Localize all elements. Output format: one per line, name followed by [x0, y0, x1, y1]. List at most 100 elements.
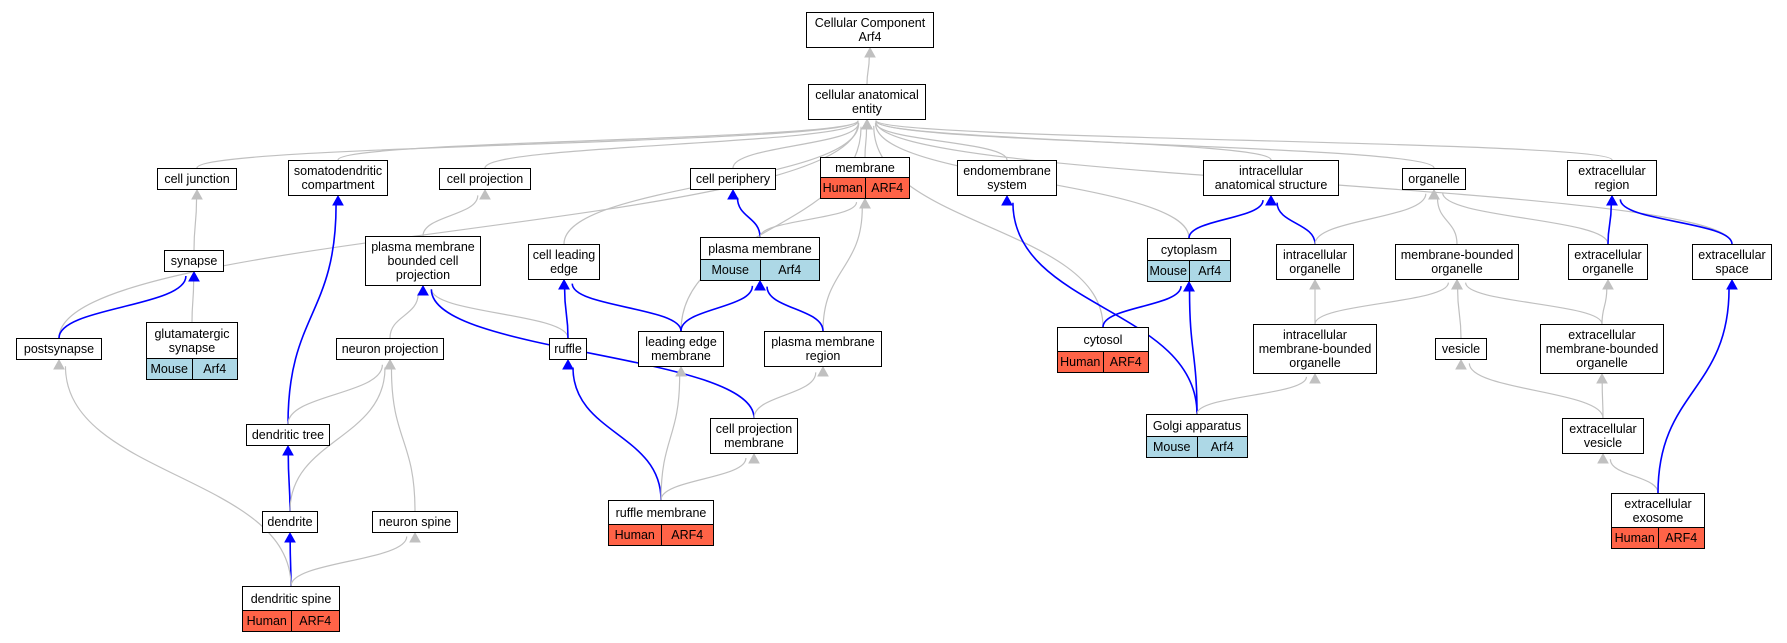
go-term-node-cell-projection[interactable]: cell projection	[439, 168, 531, 190]
go-term-node-postsynapse[interactable]: postsynapse	[16, 338, 102, 360]
mouse-species-badge: Mouse	[147, 359, 192, 379]
edge-line	[753, 372, 817, 419]
edge-line	[875, 120, 1435, 169]
edge-le_membrane-to-leading_edge	[558, 278, 682, 332]
go-term-node-pm-region[interactable]: plasma membrane region	[764, 331, 882, 367]
go-term-node-ic-mb-organelle[interactable]: intracellular membrane-bounded organelle	[1253, 324, 1377, 374]
edge-golgi-to-ic_mb_organelle	[1196, 372, 1321, 415]
go-term-node-cae[interactable]: cellular anatomical entity	[808, 84, 926, 120]
arrowhead-icon	[859, 197, 871, 209]
edge-golgi-to-cytoplasm	[1183, 280, 1198, 415]
arrowhead-icon	[1726, 278, 1738, 290]
go-term-node-mb-organelle[interactable]: membrane-bounded organelle	[1395, 244, 1519, 280]
go-term-label: extracellular vesicle	[1569, 422, 1637, 450]
arrowhead-icon	[1309, 372, 1321, 384]
edge-line	[1619, 199, 1733, 245]
edge-line	[1465, 282, 1603, 325]
go-term-node-neuron-projection[interactable]: neuron projection	[336, 338, 444, 360]
edge-ec_vesicle-to-vesicle	[1455, 358, 1604, 419]
go-term-node-dendrite[interactable]: dendrite	[262, 511, 318, 533]
go-term-label: somatodendritic compartment	[293, 164, 383, 192]
human-gene-badge: ARF4	[1102, 352, 1148, 372]
edge-line	[1468, 363, 1604, 419]
edge-line	[1601, 382, 1604, 419]
go-term-label: Golgi apparatus	[1152, 418, 1242, 433]
edge-ec_vesicle-to-ec_mb_organelle	[1596, 372, 1608, 419]
edge-line	[287, 204, 337, 425]
go-term-node-le-membrane[interactable]: leading edge membrane	[638, 331, 724, 367]
arrowhead-icon	[1265, 194, 1277, 206]
arrowhead-icon	[1597, 452, 1609, 464]
edge-ec_mb_organelle-to-ec_organelle	[1601, 278, 1614, 325]
edge-line	[390, 368, 416, 512]
go-term-label: synapse	[170, 254, 218, 268]
go-term-node-intracellular-organelle[interactable]: intracellular organelle	[1276, 244, 1354, 280]
edge-line	[1314, 282, 1449, 325]
go-term-node-ruffle[interactable]: ruffle	[549, 338, 587, 360]
edge-line	[759, 201, 858, 238]
edge-cae-to-root	[864, 46, 876, 85]
go-term-node-ec-vesicle[interactable]: extracellular vesicle	[1562, 418, 1644, 454]
go-term-label: ruffle membrane	[615, 505, 707, 520]
go-term-node-somatodendritic[interactable]: somatodendritic compartment	[288, 160, 388, 196]
edge-line	[732, 122, 860, 169]
arrowhead-icon	[1602, 278, 1614, 290]
go-term-node-organelle[interactable]: organelle	[1402, 168, 1466, 190]
edge-dendritic_tree-to-neuron_projection	[287, 358, 396, 425]
human-species-badge: Human	[821, 178, 865, 198]
go-term-node-ec-space[interactable]: extracellular space	[1692, 244, 1772, 280]
go-term-node-cell-junction[interactable]: cell junction	[157, 168, 237, 190]
arrowhead-icon	[479, 188, 491, 200]
go-term-node-ec-organelle[interactable]: extracellular organelle	[1568, 244, 1648, 280]
go-term-node-endomembrane[interactable]: endomembrane system	[957, 160, 1057, 196]
edge-line	[660, 375, 681, 501]
edge-line	[290, 536, 408, 587]
go-term-node-dendritic-tree[interactable]: dendritic tree	[246, 424, 330, 446]
go-term-node-root[interactable]: Cellular Component Arf4	[806, 12, 934, 48]
go-term-node-synapse[interactable]: synapse	[164, 250, 224, 272]
go-term-label: membrane	[835, 160, 895, 175]
arrowhead-icon	[562, 358, 574, 370]
go-term-node-leading-edge[interactable]: cell leading edge	[528, 244, 600, 280]
edge-ruffle_membrane-to-ruffle	[562, 358, 662, 501]
go-term-label: cytoplasm	[1160, 242, 1218, 257]
go-term-node-ec-mb-organelle[interactable]: extracellular membrane-bounded organelle	[1540, 324, 1664, 374]
go-term-label: extracellular region	[1578, 164, 1646, 192]
edge-dendrite-to-dendritic_tree	[282, 444, 294, 512]
edge-cytosol-to-cae	[861, 118, 1104, 328]
go-term-node-cp-membrane[interactable]: cell projection membrane	[710, 418, 798, 454]
go-term-node-neuron-spine[interactable]: neuron spine	[372, 511, 458, 533]
go-term-label: endomembrane system	[963, 164, 1051, 192]
edge-line	[196, 120, 859, 169]
go-term-node-pmbcp[interactable]: plasma membrane bounded cell projection	[365, 236, 481, 286]
go-term-label: vesicle	[1441, 342, 1481, 356]
edge-postsynapse-to-synapse	[58, 270, 200, 339]
edge-line	[1188, 290, 1198, 415]
human-species-badge: Human	[1058, 352, 1103, 372]
arrowhead-icon	[1428, 188, 1440, 200]
go-term-label: cytosol	[1083, 332, 1123, 347]
go-term-node-vesicle[interactable]: vesicle	[1435, 338, 1487, 360]
edge-line	[64, 366, 292, 587]
arrowhead-icon	[1606, 194, 1618, 206]
go-term-node-extracellular-region[interactable]: extracellular region	[1567, 160, 1657, 196]
go-term-node-cell-periphery[interactable]: cell periphery	[690, 168, 776, 190]
go-term-node-intracellular-struct[interactable]: intracellular anatomical structure	[1203, 160, 1339, 196]
human-gene-badge: ARF4	[864, 178, 909, 198]
arrowhead-icon	[188, 270, 200, 282]
go-term-label: cell junction	[164, 172, 230, 186]
edge-synapse-to-cell_junction	[191, 188, 203, 251]
